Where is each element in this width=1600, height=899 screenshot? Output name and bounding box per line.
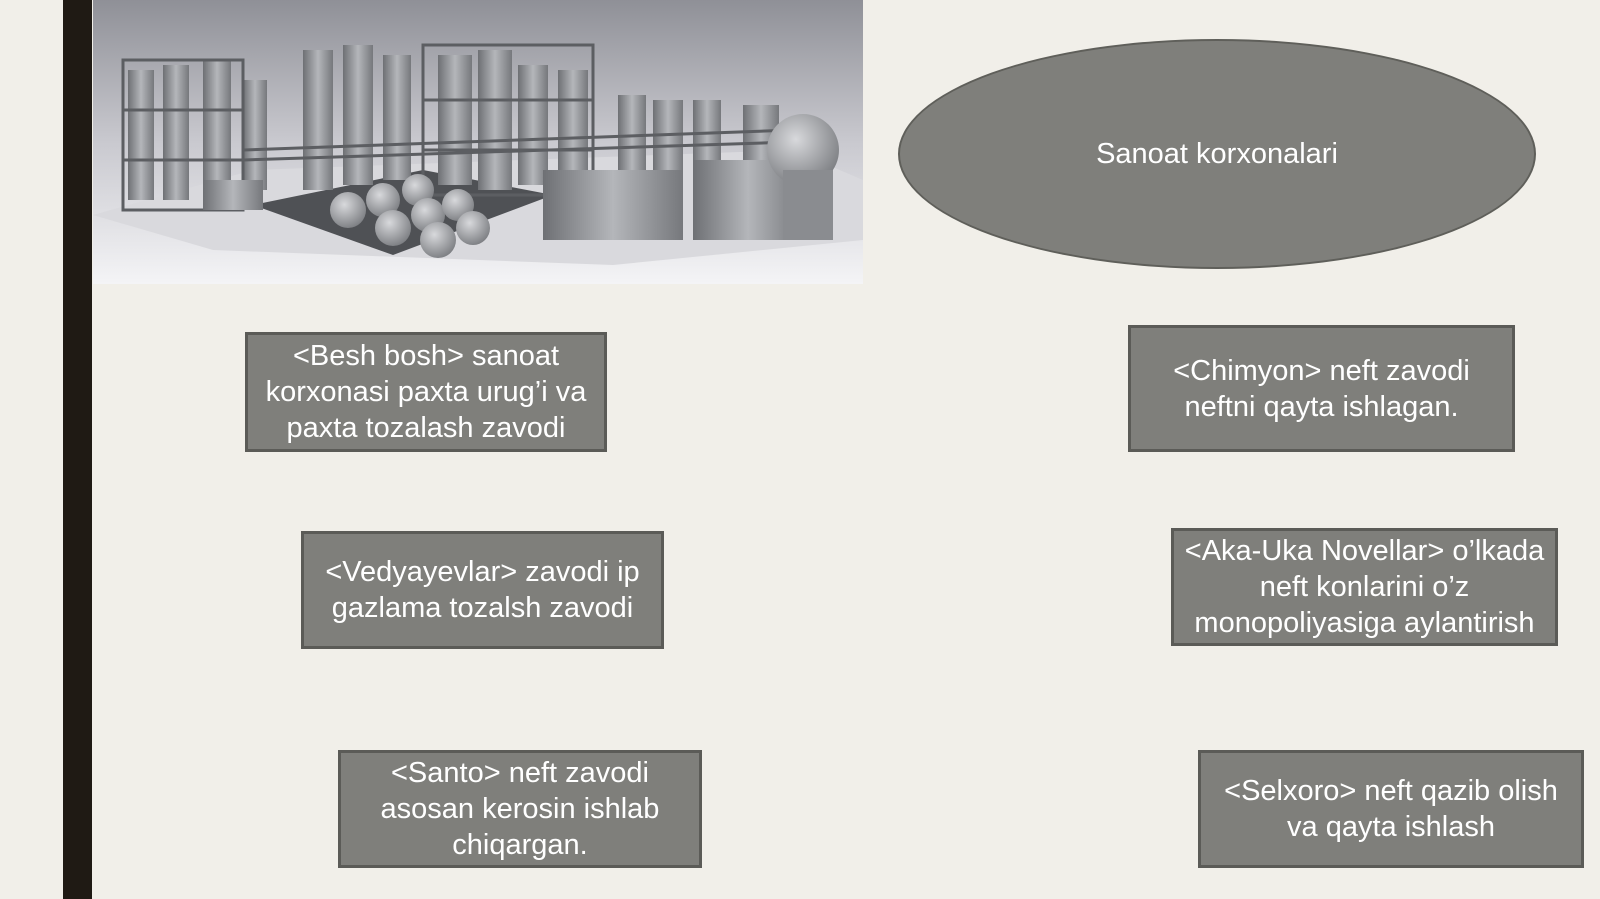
box-santo: <Santo> neft zavodi asosan kerosin ishla…	[338, 750, 702, 868]
left-accent-bar	[63, 0, 92, 899]
box-chimyon-text: <Chimyon> neft zavodi neftni qayta ishla…	[1173, 354, 1470, 423]
box-chimyon: <Chimyon> neft zavodi neftni qayta ishla…	[1128, 325, 1515, 452]
box-besh-bosh-text: <Besh bosh> sanoat korxonasi paxta urug’…	[265, 340, 587, 444]
box-vedyayevlar: <Vedyayevlar> zavodi ip gazlama tozalsh …	[301, 531, 664, 649]
box-selxoro-text: <Selxoro> neft qazib olish va qayta ishl…	[1224, 775, 1558, 843]
box-besh-bosh: <Besh bosh> sanoat korxonasi paxta urug’…	[245, 332, 607, 452]
box-santo-text: <Santo> neft zavodi asosan kerosin ishla…	[380, 757, 660, 861]
box-vedyayevlar-text: <Vedyayevlar> zavodi ip gazlama tozalsh …	[325, 556, 640, 624]
title-label: Sanoat korxonalari	[1096, 137, 1338, 170]
refinery-image	[93, 0, 863, 284]
title-ellipse: Sanoat korxonalari	[898, 39, 1536, 269]
box-aka-uka-text: <Aka-Uka Novellar> o’lkada neft konlarin…	[1184, 535, 1545, 639]
box-selxoro: <Selxoro> neft qazib olish va qayta ishl…	[1198, 750, 1584, 868]
box-aka-uka: <Aka-Uka Novellar> o’lkada neft konlarin…	[1171, 528, 1558, 646]
